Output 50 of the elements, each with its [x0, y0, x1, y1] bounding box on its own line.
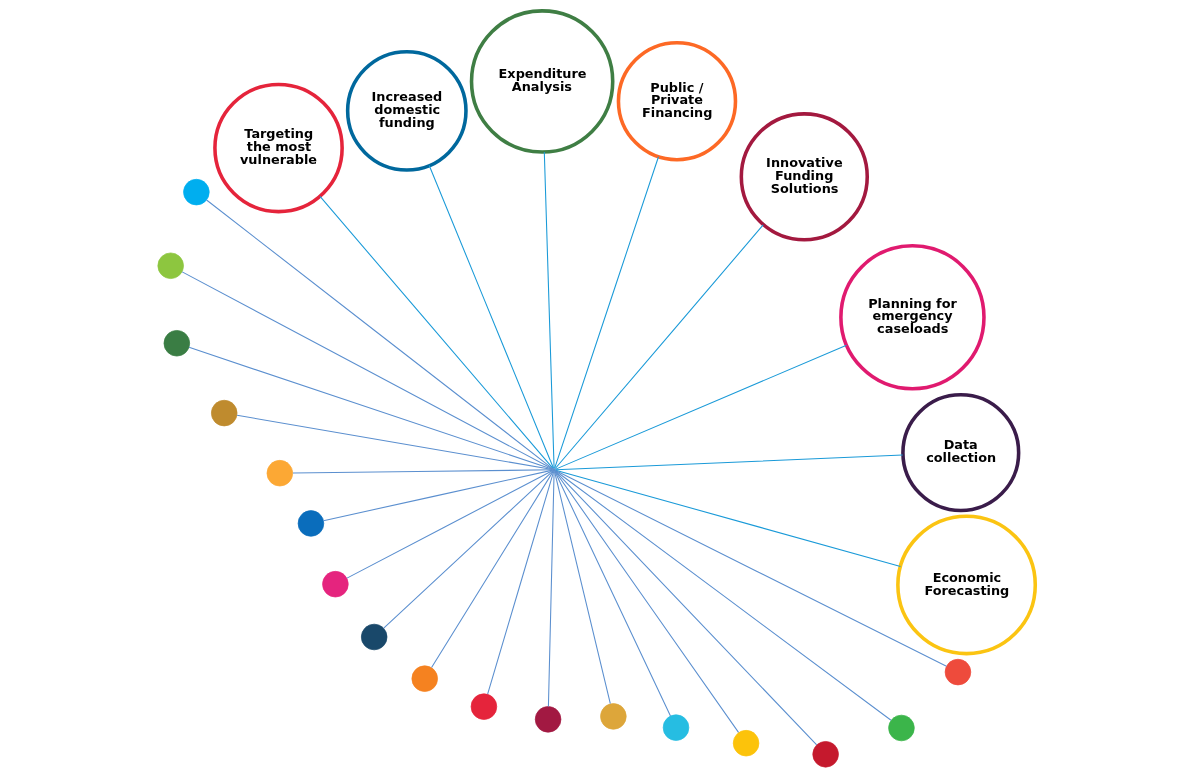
node-circle: Innovative Funding Solutions	[739, 112, 869, 242]
node-circle: Expenditure Analysis	[469, 9, 615, 154]
connector	[322, 469, 554, 522]
node-circle: Increased domestic funding	[345, 49, 468, 172]
connector	[346, 470, 554, 579]
node-point	[552, 467, 557, 472]
connector	[547, 470, 555, 707]
node-circle: Economic Forecasting	[896, 514, 1038, 656]
connector	[292, 469, 553, 474]
connector	[554, 470, 892, 721]
node-circle	[732, 730, 760, 757]
node-circle	[600, 703, 627, 730]
node-circle: Planning for emergency caseloads	[839, 243, 986, 391]
node-circle	[211, 399, 238, 427]
node-circle	[183, 178, 210, 206]
connector	[555, 469, 902, 568]
node-circle	[361, 623, 388, 651]
node-circle	[322, 571, 349, 598]
connector	[555, 470, 947, 667]
connector	[554, 470, 611, 705]
node-circle	[411, 665, 438, 692]
node-circle: Data collection	[901, 393, 1021, 513]
node-circle	[266, 460, 293, 487]
connector	[554, 470, 672, 717]
connector	[236, 414, 553, 471]
node-circle	[534, 706, 562, 733]
connector	[181, 271, 554, 470]
node-circle	[888, 714, 915, 742]
node-circle	[297, 510, 325, 537]
connector	[431, 470, 554, 669]
node-circle: Public / Private Financing	[616, 40, 738, 162]
connector	[428, 164, 555, 469]
connector	[188, 346, 553, 470]
connector	[206, 199, 554, 470]
node-circle	[944, 658, 972, 686]
connector	[554, 470, 818, 746]
connector	[543, 151, 555, 469]
node-circle	[812, 741, 839, 768]
connector	[383, 470, 554, 629]
connector	[487, 470, 555, 695]
connector	[319, 195, 554, 469]
node-circle	[470, 693, 498, 720]
connector	[554, 156, 659, 469]
connector	[554, 470, 740, 733]
connector	[555, 454, 904, 471]
node-circle: Targeting the most vulnerable	[213, 82, 344, 214]
node-circle	[662, 714, 690, 741]
node-circle	[163, 330, 190, 357]
connector	[555, 344, 847, 470]
node-circle	[157, 252, 184, 279]
